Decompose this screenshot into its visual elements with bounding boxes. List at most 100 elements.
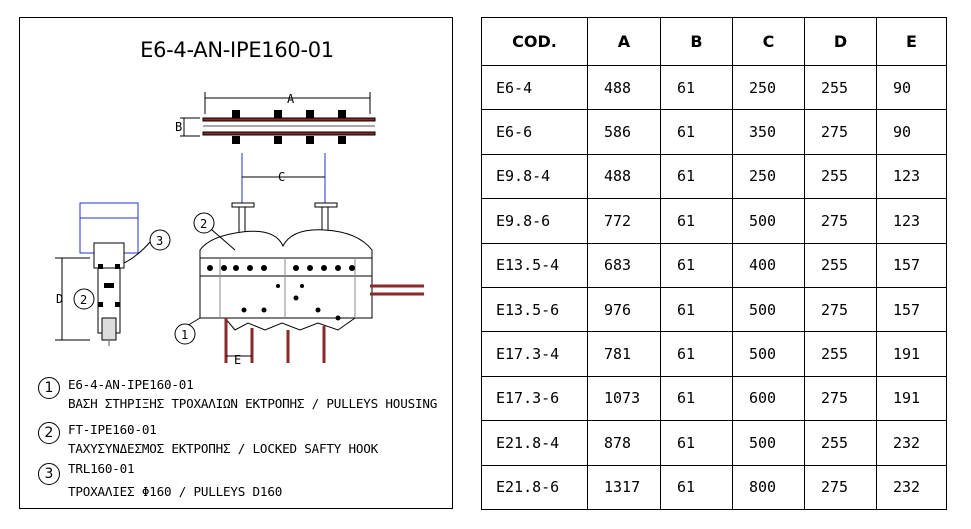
table-cell-cod: E13.5-6 (481, 286, 588, 333)
drawing-title: E6-4-AN-IPE160-01 (140, 38, 334, 62)
table-cell-cod: E6-6 (481, 109, 588, 155)
table-cell-e: 232 (876, 464, 947, 510)
table-cell-e: 123 (876, 153, 947, 200)
dim-label-a: A (287, 92, 295, 106)
table-cell-d: 275 (804, 464, 877, 510)
table-cell-c: 400 (732, 242, 805, 288)
technical-drawing: A B C D E 2 3 2 1 (55, 92, 424, 367)
header-a: A (587, 17, 661, 66)
table-cell-c: 350 (732, 109, 805, 155)
legend-desc-1: ΒΑΣΗ ΣΤΗΡΙΞΗΣ ΤΡΟΧΑΛΙΩΝ ΕΚΤΡΟΠΗΣ / PULLE… (68, 396, 438, 411)
table-cell-e: 90 (876, 109, 947, 155)
legend-code-1: E6-4-AN-IPE160-01 (68, 377, 194, 392)
header-b: B (660, 17, 733, 66)
callout-circle-3 (149, 229, 171, 251)
table-cell-e: 157 (876, 286, 947, 333)
table-cell-a: 772 (587, 198, 661, 244)
table-cell-cod: E6-4 (481, 64, 588, 111)
table-cell-d: 275 (804, 198, 877, 244)
dim-label-d: D (56, 292, 63, 306)
table-header-row: COD. A B C D E (481, 17, 947, 66)
table-cell-cod: E21.8-4 (481, 420, 588, 466)
table-cell-b: 61 (660, 64, 733, 111)
table-cell-e: 123 (876, 198, 947, 244)
table-cell-a: 976 (587, 286, 661, 333)
header-c: C (732, 17, 805, 66)
table-cell-d: 255 (804, 420, 877, 466)
table-cell-b: 61 (660, 375, 733, 422)
table-cell-a: 781 (587, 331, 661, 377)
table-cell-c: 500 (732, 331, 805, 377)
legend-number-1: 1 (38, 377, 60, 399)
table-cell-b: 61 (660, 153, 733, 200)
front-view-bolts (207, 265, 355, 321)
table-cell-d: 255 (804, 153, 877, 200)
table-cell-d: 255 (804, 64, 877, 111)
header-d: D (804, 17, 877, 66)
table-cell-c: 250 (732, 153, 805, 200)
table-cell-e: 157 (876, 242, 947, 288)
table-cell-b: 61 (660, 331, 733, 377)
table-cell-a: 878 (587, 420, 661, 466)
table-cell-d: 255 (804, 242, 877, 288)
table-cell-d: 275 (804, 286, 877, 333)
callout-text-3: 3 (156, 234, 163, 248)
table-cell-d: 255 (804, 331, 877, 377)
side-view (55, 202, 151, 346)
table-cell-cod: E17.3-4 (481, 331, 588, 377)
table-cell-c: 800 (732, 464, 805, 510)
table-cell-a: 586 (587, 109, 661, 155)
legend-desc-3: ΤΡΟΧΑΛΙΕΣ Φ160 / PULLEYS D160 (68, 484, 283, 499)
table-cell-b: 61 (660, 286, 733, 333)
table-cell-a: 488 (587, 64, 661, 111)
table-cell-e: 90 (876, 64, 947, 111)
table-cell-b: 61 (660, 109, 733, 155)
table-cell-e: 191 (876, 331, 947, 377)
callout-circle-2b (73, 288, 95, 310)
callout-text-2: 2 (200, 217, 207, 231)
table-cell-b: 61 (660, 198, 733, 244)
legend-number-3: 3 (38, 463, 60, 485)
top-view-bolts (232, 110, 346, 144)
table-cell-a: 1317 (587, 464, 661, 510)
legend-desc-2: ΤΑΧΥΣΥΝΔΕΣΜΟΣ ΕΚΤΡΟΠΗΣ / LOCKED SAFTY HO… (68, 441, 379, 456)
table-cell-d: 275 (804, 375, 877, 422)
callout-circle-1 (174, 323, 196, 345)
callout-markers (73, 212, 215, 345)
table-cell-c: 500 (732, 286, 805, 333)
dim-label-b: B (175, 120, 182, 134)
dim-label-e: E (234, 353, 241, 367)
drawing-panel: A B C D E 2 3 2 1 E6-4-AN-IPE160-01 1 E6… (19, 17, 453, 509)
callout-text-2b: 2 (80, 293, 87, 307)
header-e: E (876, 17, 947, 66)
legend-code-3: TRL160-01 (68, 461, 135, 476)
callout-circle-2 (193, 212, 215, 234)
table-cell-a: 1073 (587, 375, 661, 422)
table-cell-d: 275 (804, 109, 877, 155)
table-cell-e: 191 (876, 375, 947, 422)
table-cell-c: 600 (732, 375, 805, 422)
table-cell-cod: E13.5-4 (481, 242, 588, 288)
table-cell-b: 61 (660, 464, 733, 510)
legend-code-2: FT-IPE160-01 (68, 422, 157, 437)
legend-number-2: 2 (38, 422, 60, 444)
table-cell-cod: E9.8-6 (481, 198, 588, 244)
table-cell-c: 500 (732, 420, 805, 466)
table-cell-c: 500 (732, 198, 805, 244)
table-cell-e: 232 (876, 420, 947, 466)
table-cell-b: 61 (660, 420, 733, 466)
dim-label-c: C (278, 170, 285, 184)
header-cod: COD. (481, 17, 588, 66)
